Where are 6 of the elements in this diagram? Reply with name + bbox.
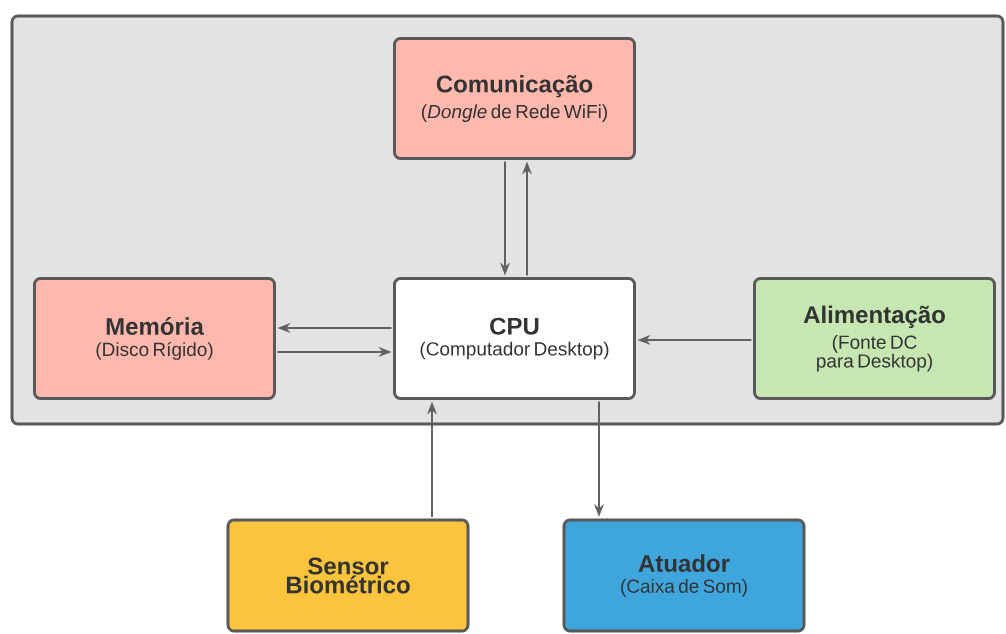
module-box: Comunicação (Dongle de Rede WiFi) — [393, 37, 636, 160]
module-box: Alimentação (Fonte DC para Desktop) — [753, 277, 996, 400]
cpu-box: CPU (Computador Desktop) — [393, 277, 636, 400]
module-box: Memória (Disco Rígido) — [33, 277, 276, 400]
module-box: Atuador (Caixa de Som) — [562, 518, 806, 633]
module-box: Sensor Biométrico — [226, 518, 470, 633]
